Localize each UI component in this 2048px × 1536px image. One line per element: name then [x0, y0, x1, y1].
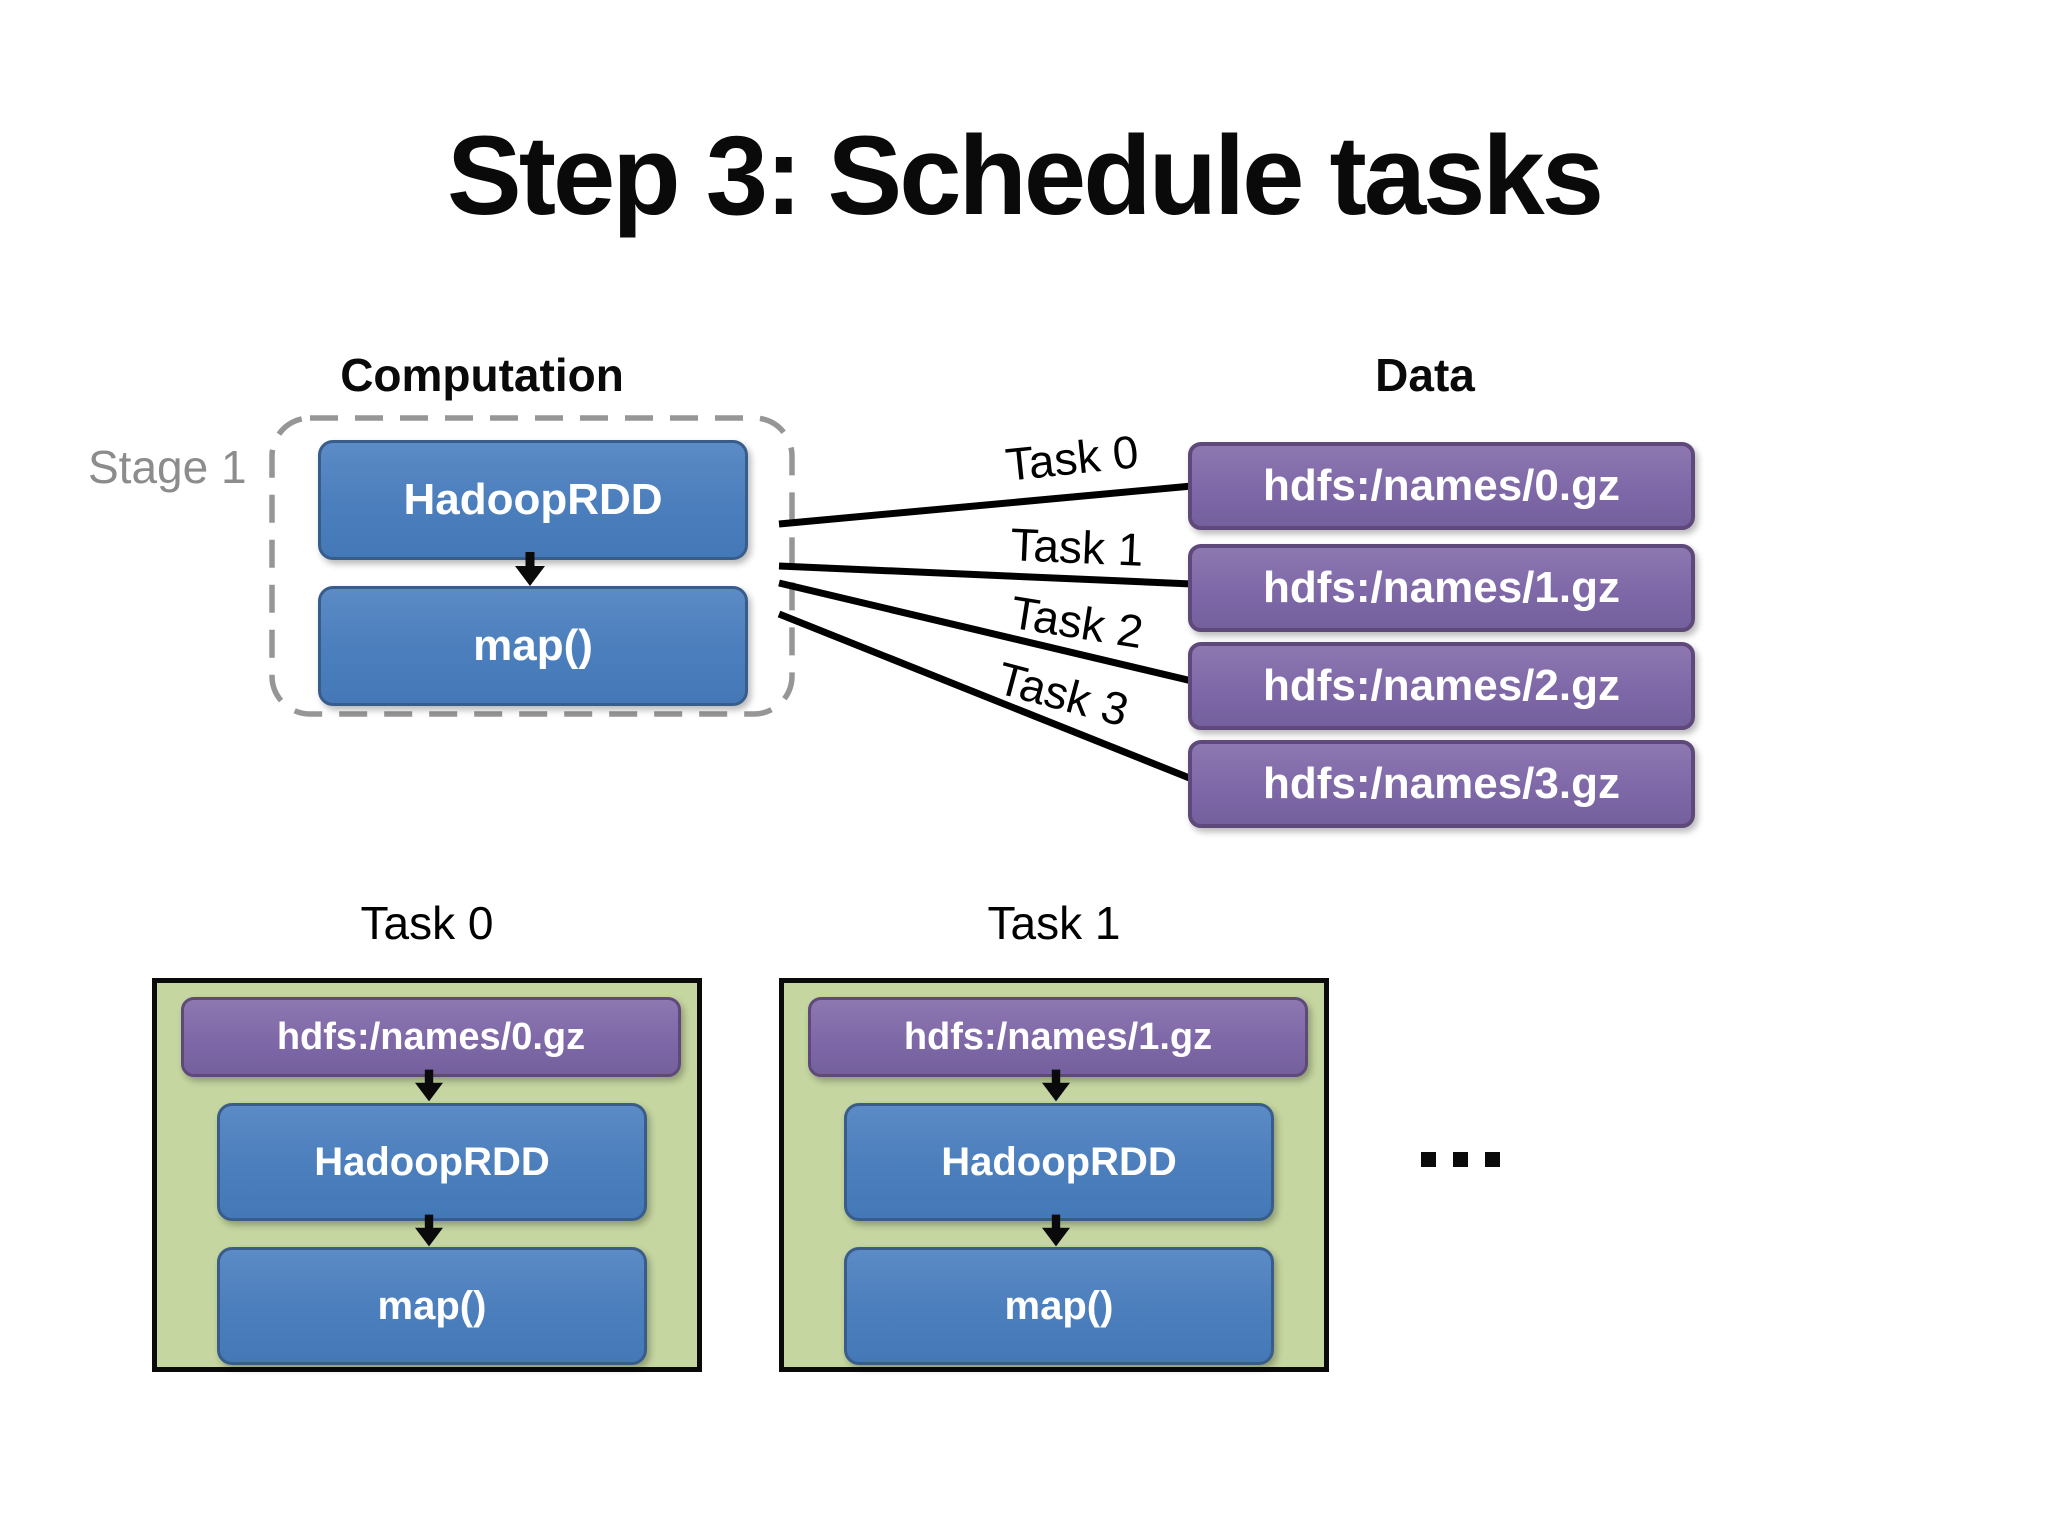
card-node-map: map() [217, 1247, 647, 1365]
card-node-hadooprdd: HadoopRDD [844, 1103, 1274, 1221]
task-3-line [777, 610, 1194, 783]
ellipsis-dots-icon [1421, 1152, 1500, 1167]
card-node-label: HadoopRDD [314, 1139, 550, 1184]
data-node-2: hdfs:/names/2.gz [1188, 642, 1695, 730]
data-node-label: hdfs:/names/3.gz [1263, 759, 1620, 808]
ellipsis-dot [1485, 1152, 1500, 1167]
data-node-label: hdfs:/names/1.gz [1263, 563, 1620, 612]
data-node-1: hdfs:/names/1.gz [1188, 544, 1695, 632]
task-0-card: hdfs:/names/0.gz HadoopRDD map() [152, 978, 702, 1372]
page-title: Step 3: Schedule tasks [446, 113, 1604, 238]
stage-node-label: HadoopRDD [403, 475, 663, 524]
task-1-card: hdfs:/names/1.gz HadoopRDD map() [779, 978, 1329, 1372]
card-node-label: map() [1004, 1283, 1114, 1328]
data-node-label: hdfs:/names/0.gz [1263, 461, 1620, 510]
ellipsis-dot [1453, 1152, 1468, 1167]
arrow-down-icon [1042, 1069, 1070, 1107]
stage-node-hadooprdd: HadoopRDD [318, 440, 748, 560]
card-data-node: hdfs:/names/1.gz [808, 997, 1308, 1077]
card-node-map: map() [844, 1247, 1274, 1365]
arrow-down-icon [415, 1214, 443, 1252]
card-data-label: hdfs:/names/0.gz [276, 1015, 586, 1058]
task-0-line [778, 482, 1193, 528]
card-data-node: hdfs:/names/0.gz [181, 997, 681, 1077]
card-node-label: map() [377, 1283, 487, 1328]
card-data-label: hdfs:/names/1.gz [903, 1015, 1213, 1058]
arrow-down-icon [1042, 1214, 1070, 1252]
stage-dashed-outline [269, 415, 795, 717]
data-node-3: hdfs:/names/3.gz [1188, 740, 1695, 828]
stage-node-label: map() [473, 621, 593, 670]
ellipsis-dot [1421, 1152, 1436, 1167]
arrow-down-icon [515, 552, 545, 586]
card-node-hadooprdd: HadoopRDD [217, 1103, 647, 1221]
arrow-down-icon [415, 1069, 443, 1107]
data-header: Data [1375, 349, 1475, 401]
task-1-card-title: Task 1 [987, 897, 1121, 949]
computation-header: Computation [340, 349, 624, 401]
data-node-0: hdfs:/names/0.gz [1188, 442, 1695, 530]
task-0-card-title: Task 0 [360, 897, 494, 949]
card-node-label: HadoopRDD [941, 1139, 1177, 1184]
data-node-label: hdfs:/names/2.gz [1263, 661, 1620, 710]
task-2-line [778, 579, 1193, 685]
stage-node-map: map() [318, 586, 748, 706]
stage-label: Stage 1 [88, 441, 247, 493]
task-1-line [778, 562, 1193, 588]
task-1-line-label: Task 1 [1009, 518, 1145, 576]
